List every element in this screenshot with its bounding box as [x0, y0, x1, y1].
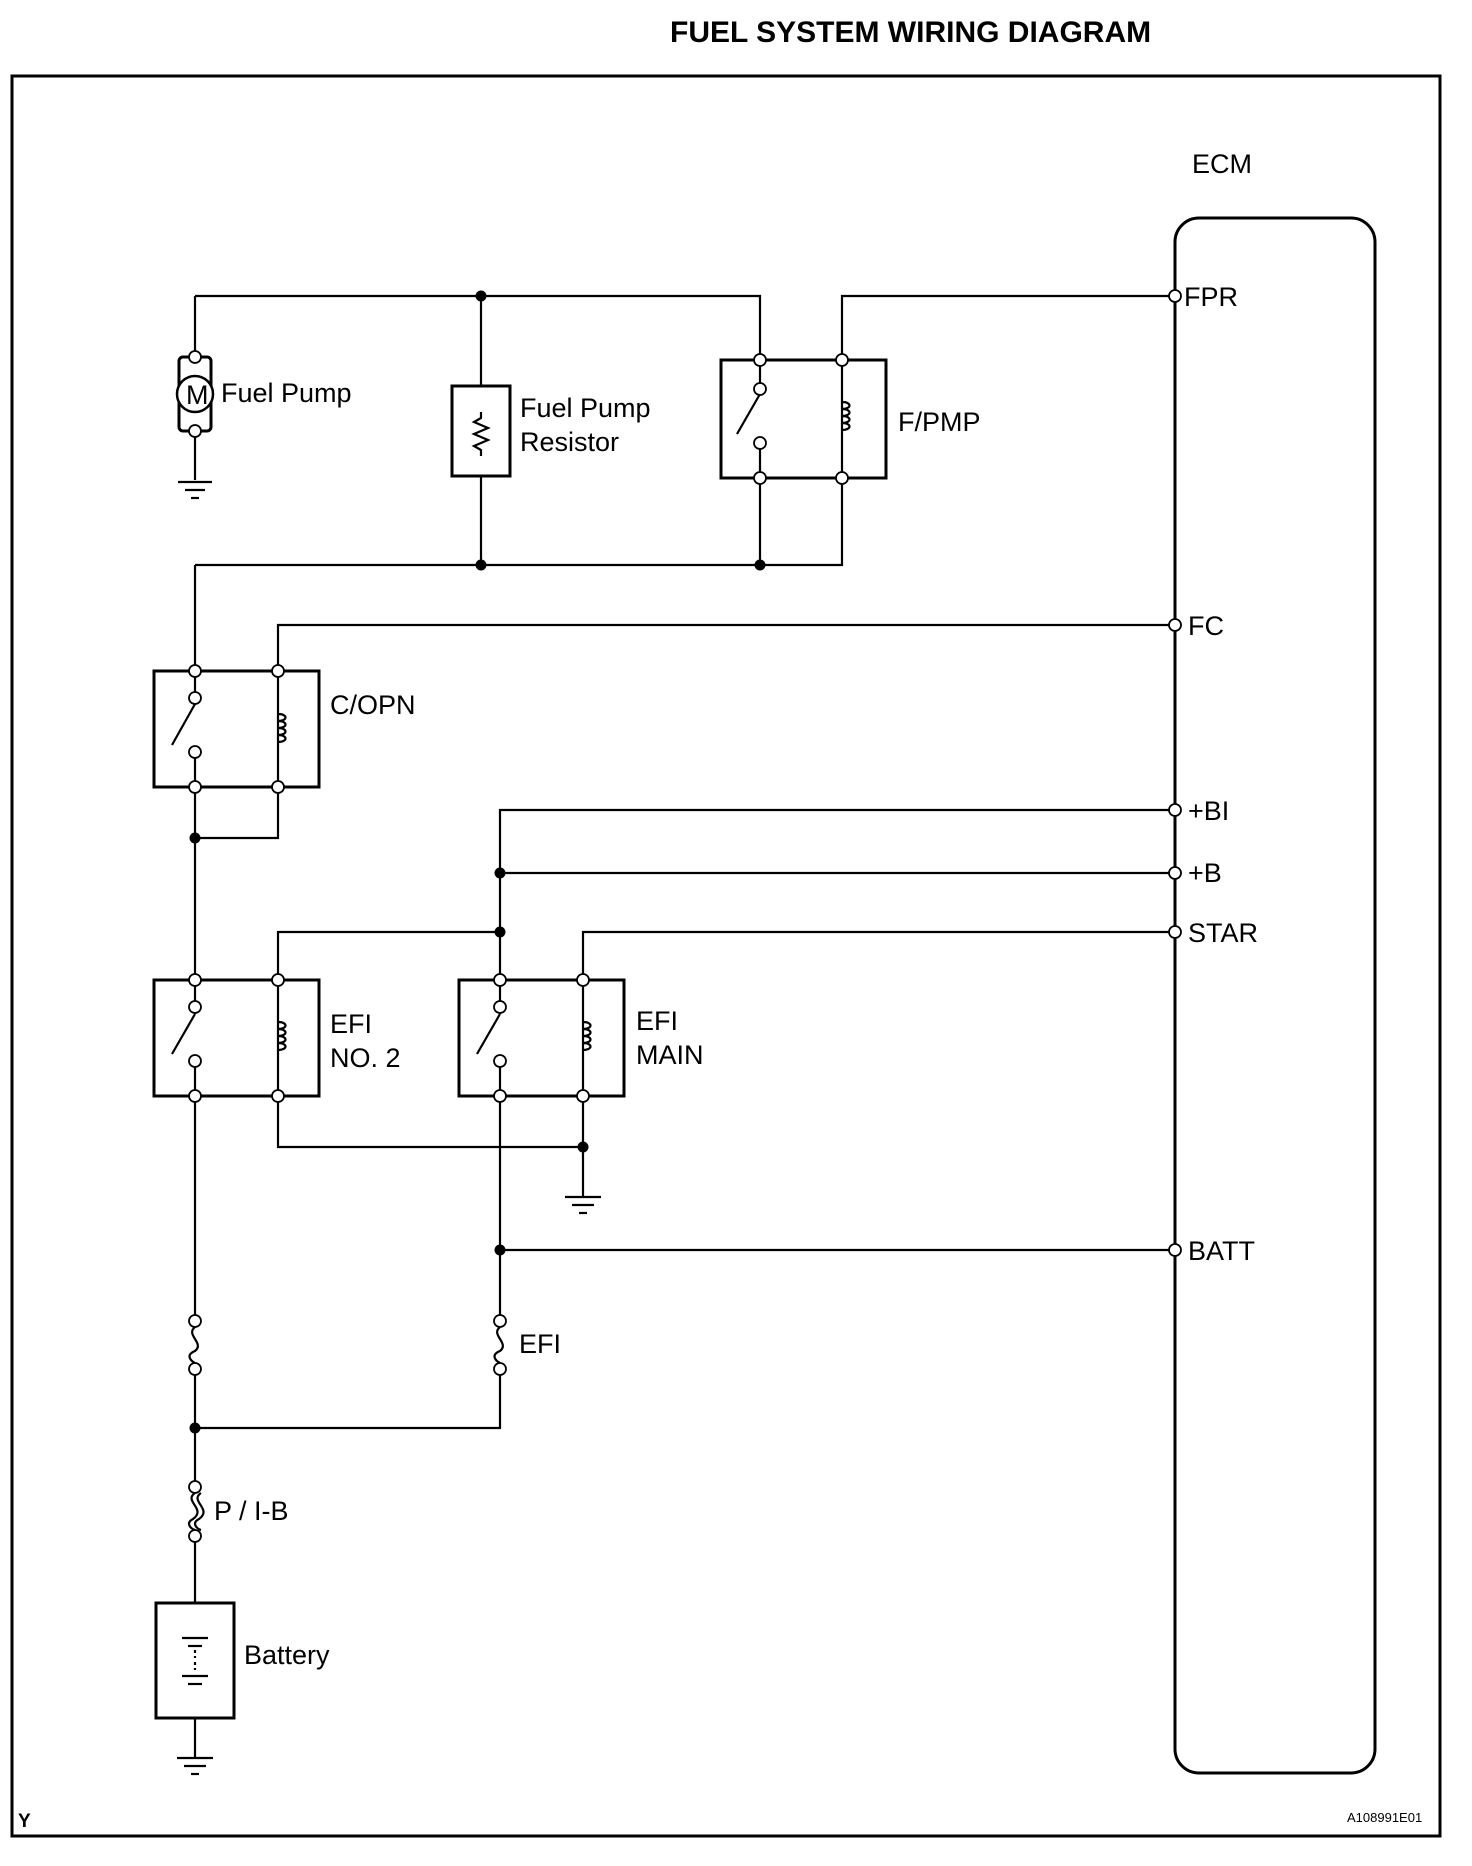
efi-no2-fuse-icon	[188, 1314, 202, 1376]
fuel-pump-motor: M Fuel Pump	[175, 350, 352, 438]
junction-dots	[189, 290, 766, 1434]
battery: Battery	[154, 1601, 330, 1720]
diagram-title: FUEL SYSTEM WIRING DIAGRAM	[670, 16, 1151, 49]
efi-fuse-label: EFI	[519, 1329, 561, 1359]
relay-ground-icon	[565, 1195, 601, 1215]
svg-text:BATT: BATT	[1188, 1236, 1255, 1266]
svg-text:+BI: +BI	[1188, 796, 1229, 826]
fpmp-relay: F/PMP	[719, 353, 981, 485]
svg-text:FPR: FPR	[1184, 282, 1238, 312]
figure-code: A108991E01	[1347, 1810, 1422, 1825]
fuel-pump-label: Fuel Pump	[221, 378, 352, 408]
pib-fusible-link-icon: P / I-B	[187, 1480, 289, 1543]
battery-ground-icon	[177, 1756, 213, 1776]
copn-relay-label: C/OPN	[330, 690, 416, 720]
ecm-pin-fpr: FPR	[1168, 282, 1238, 312]
ecm-label: ECM	[1192, 149, 1252, 179]
fuel-pump-ground-icon	[178, 480, 212, 500]
efi-no2-relay: EFI NO. 2	[152, 973, 401, 1103]
ecm-box	[1173, 216, 1377, 1775]
ecm-pin-star: STAR	[1168, 918, 1258, 948]
efi-main-relay: EFI MAIN	[457, 973, 704, 1103]
fpmp-relay-label: F/PMP	[898, 407, 981, 437]
ecm-pin-fc: FC	[1168, 611, 1224, 641]
ecm-pin-bi: +BI	[1168, 796, 1229, 826]
corner-mark: Y	[18, 1811, 31, 1832]
copn-relay: C/OPN	[152, 664, 416, 794]
efi-main-label-line1: EFI	[636, 1006, 678, 1036]
motor-symbol: M	[186, 380, 209, 410]
efi-no2-label-line2: NO. 2	[330, 1043, 401, 1073]
efi-no2-label-line1: EFI	[330, 1009, 372, 1039]
resistor-label-line2: Resistor	[520, 427, 619, 457]
fuel-pump-resistor: Fuel Pump Resistor	[450, 384, 651, 478]
pib-fusible-link-label: P / I-B	[214, 1496, 289, 1526]
battery-label: Battery	[244, 1640, 330, 1670]
svg-text:FC: FC	[1188, 611, 1224, 641]
ecm-pin-batt: BATT	[1168, 1236, 1255, 1266]
diagram-frame	[10, 74, 1442, 1838]
efi-fuse-icon: EFI	[493, 1314, 561, 1376]
svg-text:+B: +B	[1188, 858, 1222, 888]
resistor-label-line1: Fuel Pump	[520, 393, 651, 423]
svg-text:STAR: STAR	[1188, 918, 1258, 948]
efi-main-label-line2: MAIN	[636, 1040, 704, 1070]
ecm-unit: ECM	[1173, 149, 1377, 1775]
ecm-pin-b: +B	[1168, 858, 1222, 888]
